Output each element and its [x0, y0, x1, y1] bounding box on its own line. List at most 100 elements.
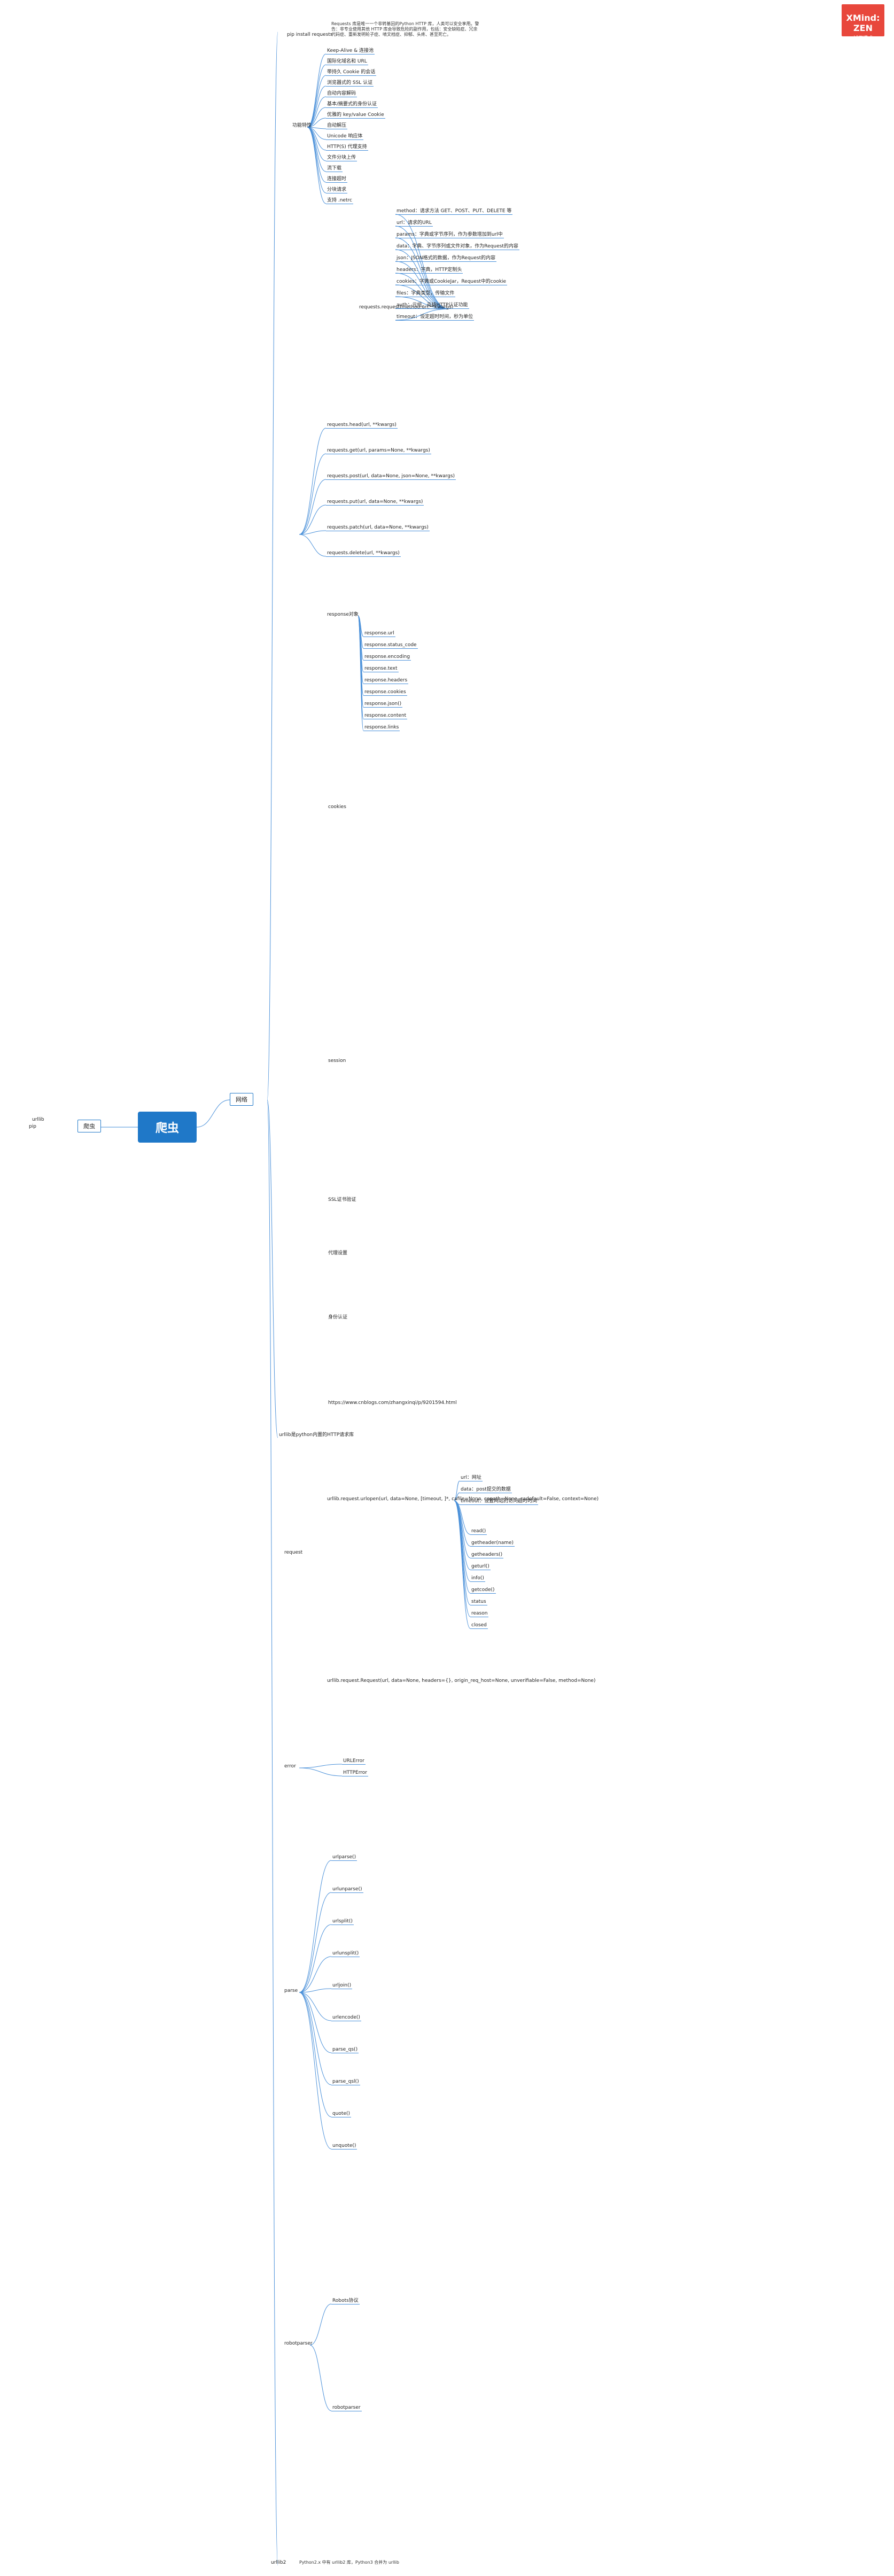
- request-param-6[interactable]: cookies：字典或CookieJar，Request中的cookie: [395, 279, 508, 285]
- features-title[interactable]: 功能特性: [292, 123, 312, 128]
- urlopen-param-0[interactable]: url：网址: [460, 1475, 483, 1481]
- response-attr-6[interactable]: response.json(): [363, 701, 403, 708]
- response-method-4[interactable]: info(): [470, 1576, 485, 1582]
- response-method-5[interactable]: getcode(): [470, 1587, 496, 1594]
- response-method-2[interactable]: getheaders(): [470, 1552, 504, 1558]
- connector: [307, 64, 326, 128]
- urllib-request-title[interactable]: request: [284, 1550, 303, 1555]
- urllib2-note: Python2.x 中有 urllib2 库，Python3 合并为 urlli…: [299, 2560, 399, 2565]
- request-param-3[interactable]: data：字典、字节序列或文件对象，作为Request的内容: [395, 244, 519, 250]
- request-param-9[interactable]: timeout：设定超时时间，秒为单位: [395, 314, 475, 321]
- feature-8[interactable]: Unicode 响应体: [326, 134, 364, 140]
- requests-method-4[interactable]: requests.patch(url, data=None, **kwargs): [326, 525, 430, 531]
- parse-item-9[interactable]: unquote(): [331, 2143, 357, 2150]
- connector: [267, 1099, 278, 1438]
- cookies-title[interactable]: cookies: [328, 804, 346, 810]
- parse-item-7[interactable]: parse_qsl(): [331, 2079, 360, 2085]
- left-item-0[interactable]: urllib: [32, 1117, 44, 1122]
- urlopen-param-1[interactable]: data：post提交的数据: [460, 1487, 512, 1493]
- request-param-1[interactable]: url：请求的URL: [395, 220, 433, 227]
- root-node[interactable]: 爬虫: [138, 1112, 197, 1143]
- request-param-7[interactable]: files：字典类型，传输文件: [395, 291, 456, 297]
- requests-method-3[interactable]: requests.put(url, data=None, **kwargs): [326, 499, 424, 506]
- response-attr-7[interactable]: response.content: [363, 713, 408, 719]
- request-class[interactable]: urllib.request.Request(url, data=None, h…: [327, 1678, 596, 1683]
- left-main-node[interactable]: 爬虫: [77, 1120, 101, 1132]
- parse-item-5[interactable]: urlencode(): [331, 2015, 361, 2021]
- feature-6[interactable]: 优雅的 key/value Cookie: [326, 112, 385, 119]
- feature-5[interactable]: 基本/摘要式的身份认证: [326, 102, 378, 108]
- urllib-parse-title[interactable]: parse: [284, 1988, 298, 1993]
- response-attr-4[interactable]: response.headers: [363, 678, 409, 684]
- session-title[interactable]: session: [328, 1058, 346, 1064]
- robot-item-0[interactable]: Robots协议: [331, 2298, 360, 2305]
- feature-3[interactable]: 浏览器式的 SSL 认证: [326, 80, 374, 87]
- parse-item-4[interactable]: urljoin(): [331, 1983, 353, 1989]
- feature-13[interactable]: 分块请求: [326, 187, 348, 193]
- feature-4[interactable]: 自动内容解码: [326, 91, 357, 97]
- response-attr-0[interactable]: response.url: [363, 631, 395, 637]
- left-item-1[interactable]: pip: [29, 1124, 36, 1129]
- error-item-1[interactable]: HTTPError: [342, 1770, 368, 1776]
- feature-9[interactable]: HTTP(S) 代理支持: [326, 144, 368, 151]
- connector: [454, 1500, 471, 1594]
- parse-item-3[interactable]: urlunsplit(): [331, 1951, 360, 1957]
- connector: [454, 1480, 460, 1501]
- response-method-0[interactable]: read(): [470, 1528, 487, 1535]
- response-attr-5[interactable]: response.cookies: [363, 689, 407, 696]
- urllib-robot-title[interactable]: robotparser: [284, 2341, 313, 2346]
- urlopen-param-2[interactable]: timeout：设置网站的访问超时时间: [460, 1499, 539, 1505]
- connector: [309, 2345, 332, 2411]
- urlopen-signature[interactable]: urllib.request.urlopen(url, data=None, […: [327, 1496, 599, 1502]
- request-param-2[interactable]: params：字典或字节序列，作为参数增加到url中: [395, 232, 504, 238]
- requests-intro-title[interactable]: pip install requests: [287, 32, 333, 37]
- response-method-3[interactable]: geturl(): [470, 1564, 491, 1570]
- response-attr-8[interactable]: response.links: [363, 725, 400, 731]
- parse-item-1[interactable]: urlunparse(): [331, 1887, 363, 1893]
- response-attr-1[interactable]: response.status_code: [363, 642, 418, 649]
- connector: [299, 530, 326, 535]
- parse-item-6[interactable]: parse_qs(): [331, 2047, 359, 2053]
- reference-link[interactable]: https://www.cnblogs.com/zhangxinqi/p/920…: [328, 1400, 457, 1406]
- feature-2[interactable]: 带持久 Cookie 的会话: [326, 69, 377, 76]
- feature-10[interactable]: 文件分块上传: [326, 155, 357, 161]
- parse-item-2[interactable]: urlsplit(): [331, 1919, 354, 1925]
- requests-method-1[interactable]: requests.get(url, params=None, **kwargs): [326, 448, 431, 454]
- auth-title[interactable]: 身份认证: [328, 1315, 348, 1320]
- connector: [395, 249, 449, 309]
- request-param-5[interactable]: headers：字典，HTTP定制头: [395, 267, 463, 274]
- error-item-0[interactable]: URLError: [342, 1758, 366, 1765]
- response-attr-3[interactable]: response.text: [363, 666, 399, 672]
- response-method-7[interactable]: reason: [470, 1611, 489, 1617]
- parse-item-0[interactable]: urlparse(): [331, 1855, 357, 1861]
- response-title[interactable]: response对象: [327, 612, 359, 617]
- urllib2-node[interactable]: urllib2: [271, 2560, 286, 2565]
- response-method-8[interactable]: closed: [470, 1623, 488, 1629]
- feature-11[interactable]: 流下载: [326, 166, 343, 172]
- requests-method-0[interactable]: requests.head(url, **kwargs): [326, 422, 398, 429]
- robot-item-1[interactable]: robotparser: [331, 2405, 362, 2411]
- request-param-8[interactable]: auth：元组，支持HTTP认证功能: [395, 302, 469, 309]
- connector: [299, 428, 326, 535]
- feature-1[interactable]: 国际化域名和 URL: [326, 59, 368, 65]
- response-attr-2[interactable]: response.encoding: [363, 654, 411, 661]
- connector: [307, 127, 326, 151]
- urllib-intro[interactable]: urllib是python内置的HTTP请求库: [279, 1432, 354, 1438]
- feature-14[interactable]: 支持 .netrc: [326, 198, 353, 204]
- requests-method-5[interactable]: requests.delete(url, **kwargs): [326, 550, 401, 557]
- requests-method-2[interactable]: requests.post(url, data=None, json=None,…: [326, 474, 456, 480]
- feature-7[interactable]: 自动解压: [326, 123, 348, 129]
- request-method[interactable]: requests.request(method,url,**kwargs): [359, 305, 454, 310]
- xmind-logo: XMind: ZEN 试用模式: [842, 4, 884, 41]
- proxy-title[interactable]: 代理设置: [328, 1251, 348, 1256]
- feature-12[interactable]: 连接超时: [326, 176, 348, 183]
- feature-0[interactable]: Keep-Alive & 连接池: [326, 48, 375, 55]
- urllib-error-title[interactable]: error: [284, 1764, 296, 1769]
- response-method-1[interactable]: getheader(name): [470, 1540, 515, 1547]
- branch-network[interactable]: 网络: [230, 1093, 253, 1106]
- parse-item-8[interactable]: quote(): [331, 2111, 352, 2117]
- response-method-6[interactable]: status: [470, 1599, 487, 1605]
- request-param-4[interactable]: json：JSON格式的数据，作为Request的内容: [395, 255, 497, 262]
- ssl-title[interactable]: SSL证书验证: [328, 1197, 356, 1202]
- request-param-0[interactable]: method：请求方法 GET、POST、PUT、DELETE 等: [395, 208, 513, 215]
